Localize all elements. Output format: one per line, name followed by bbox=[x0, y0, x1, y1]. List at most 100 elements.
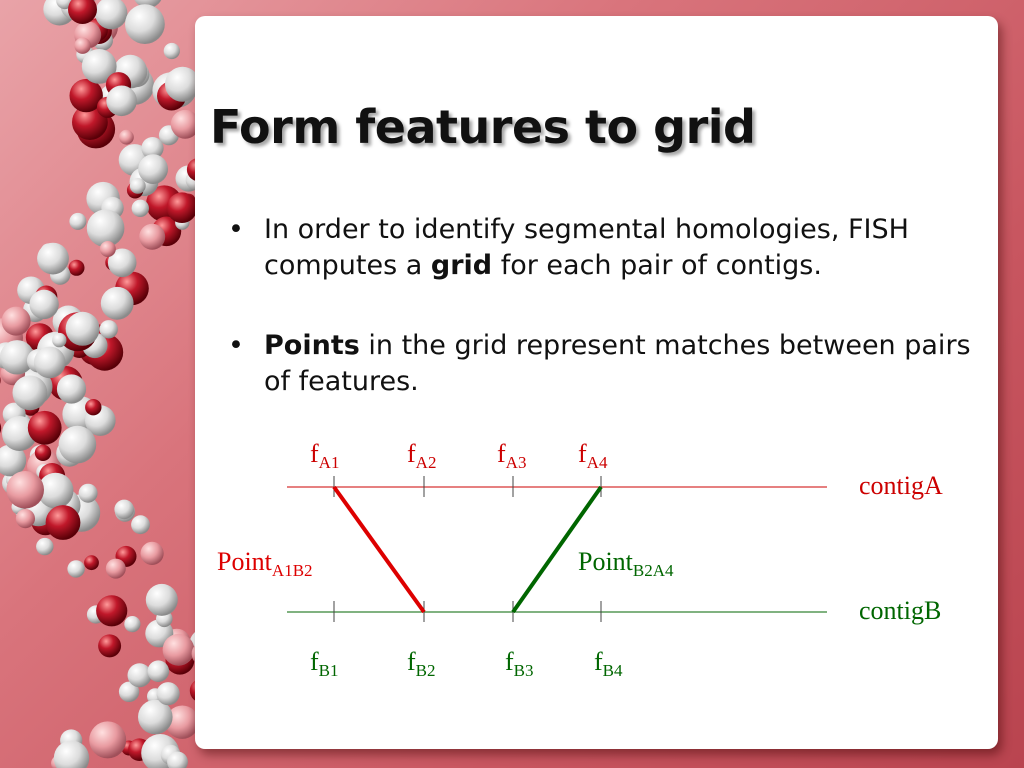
feature-base: f bbox=[407, 647, 416, 676]
sphere bbox=[1, 306, 31, 336]
bullet-list: • In order to identify segmental homolog… bbox=[228, 212, 988, 444]
feature-base: f bbox=[578, 439, 587, 468]
sphere bbox=[37, 242, 69, 275]
point-base: Point bbox=[217, 547, 273, 576]
contig-b-label: contigB bbox=[859, 596, 941, 625]
sphere bbox=[156, 682, 180, 706]
feature-label-a2: fA2 bbox=[407, 439, 436, 472]
sphere bbox=[100, 286, 134, 320]
contig-a-label: contigA bbox=[859, 471, 943, 500]
sphere bbox=[69, 78, 103, 113]
sphere bbox=[85, 399, 102, 416]
sphere bbox=[114, 499, 134, 520]
feature-sub: B2 bbox=[416, 661, 436, 680]
point-sub: A1B2 bbox=[272, 561, 313, 580]
sphere bbox=[138, 699, 173, 735]
sphere bbox=[27, 410, 62, 445]
sphere bbox=[0, 444, 27, 477]
feature-base: f bbox=[505, 647, 514, 676]
sphere bbox=[74, 37, 91, 54]
sphere bbox=[99, 320, 118, 339]
sphere bbox=[58, 425, 97, 464]
sphere bbox=[106, 85, 137, 117]
feature-sub: B1 bbox=[319, 661, 339, 680]
bullet-text-before: In order to identify segmental homologie… bbox=[264, 214, 909, 281]
content-panel bbox=[195, 16, 998, 749]
sphere bbox=[69, 212, 87, 230]
sphere bbox=[37, 472, 74, 509]
feature-base: f bbox=[497, 439, 506, 468]
sphere bbox=[167, 751, 188, 768]
bullet-text-bold: Points bbox=[264, 330, 360, 361]
sphere bbox=[131, 515, 150, 535]
match-a1-b2 bbox=[332, 485, 426, 614]
sphere bbox=[84, 555, 99, 571]
sphere bbox=[52, 332, 67, 348]
feature-label-b1: fB1 bbox=[310, 647, 339, 680]
slide-title: Form features to grid bbox=[210, 100, 756, 154]
feature-sub: B3 bbox=[514, 661, 534, 680]
sphere bbox=[96, 595, 128, 627]
feature-base: f bbox=[407, 439, 416, 468]
sphere bbox=[162, 633, 195, 666]
sphere bbox=[68, 0, 97, 24]
feature-sub: A1 bbox=[319, 453, 340, 472]
sphere bbox=[165, 705, 199, 739]
feature-sub: A4 bbox=[587, 453, 608, 472]
sphere bbox=[145, 583, 178, 616]
sphere bbox=[165, 66, 200, 102]
sphere bbox=[53, 740, 90, 768]
sphere bbox=[78, 483, 98, 503]
sphere bbox=[29, 289, 59, 320]
feature-sub: B4 bbox=[603, 661, 623, 680]
sphere bbox=[131, 199, 149, 217]
sphere bbox=[105, 558, 126, 579]
feature-label-b2: fB2 bbox=[407, 647, 436, 680]
sphere bbox=[147, 660, 170, 682]
bullet-marker: • bbox=[228, 330, 244, 361]
sphere bbox=[6, 471, 44, 509]
point-label-a1b2: PointA1B2 bbox=[217, 547, 313, 580]
sphere bbox=[68, 259, 85, 276]
sphere bbox=[139, 223, 166, 250]
sphere bbox=[140, 541, 164, 566]
sphere bbox=[107, 248, 137, 278]
sphere bbox=[138, 154, 169, 185]
bullet-text-after: in the grid represent matches between pa… bbox=[264, 330, 971, 397]
sphere bbox=[34, 444, 52, 461]
feature-label-a3: fA3 bbox=[497, 439, 526, 472]
feature-label-b3: fB3 bbox=[505, 647, 534, 680]
feature-label-a4: fA4 bbox=[578, 439, 608, 472]
sphere bbox=[95, 0, 128, 30]
match-b3-a4 bbox=[511, 485, 603, 614]
sphere bbox=[15, 508, 35, 529]
sphere bbox=[141, 137, 164, 160]
feature-base: f bbox=[310, 439, 319, 468]
bullet-item-grid: • In order to identify segmental homolog… bbox=[228, 212, 988, 284]
sphere bbox=[89, 721, 127, 759]
sphere bbox=[163, 42, 180, 60]
sphere bbox=[33, 346, 66, 379]
bullet-item-points: • Points in the grid represent matches b… bbox=[228, 328, 988, 400]
sphere bbox=[127, 663, 152, 688]
feature-sub: A3 bbox=[506, 453, 527, 472]
sphere bbox=[0, 376, 1, 384]
sphere bbox=[166, 192, 198, 223]
sphere bbox=[65, 311, 100, 346]
sphere-cluster bbox=[0, 0, 224, 768]
sphere bbox=[119, 129, 134, 145]
sphere bbox=[81, 49, 117, 84]
sphere bbox=[0, 340, 35, 375]
sphere bbox=[0, 423, 2, 434]
sphere bbox=[36, 537, 54, 556]
point-sub: B2A4 bbox=[633, 561, 674, 580]
point-base: Point bbox=[578, 547, 634, 576]
sphere bbox=[99, 241, 116, 257]
sphere bbox=[67, 560, 85, 578]
sphere bbox=[118, 681, 140, 702]
sphere bbox=[124, 616, 141, 633]
bullet-text-after: for each pair of contigs. bbox=[492, 250, 822, 281]
feature-sub: A2 bbox=[416, 453, 437, 472]
